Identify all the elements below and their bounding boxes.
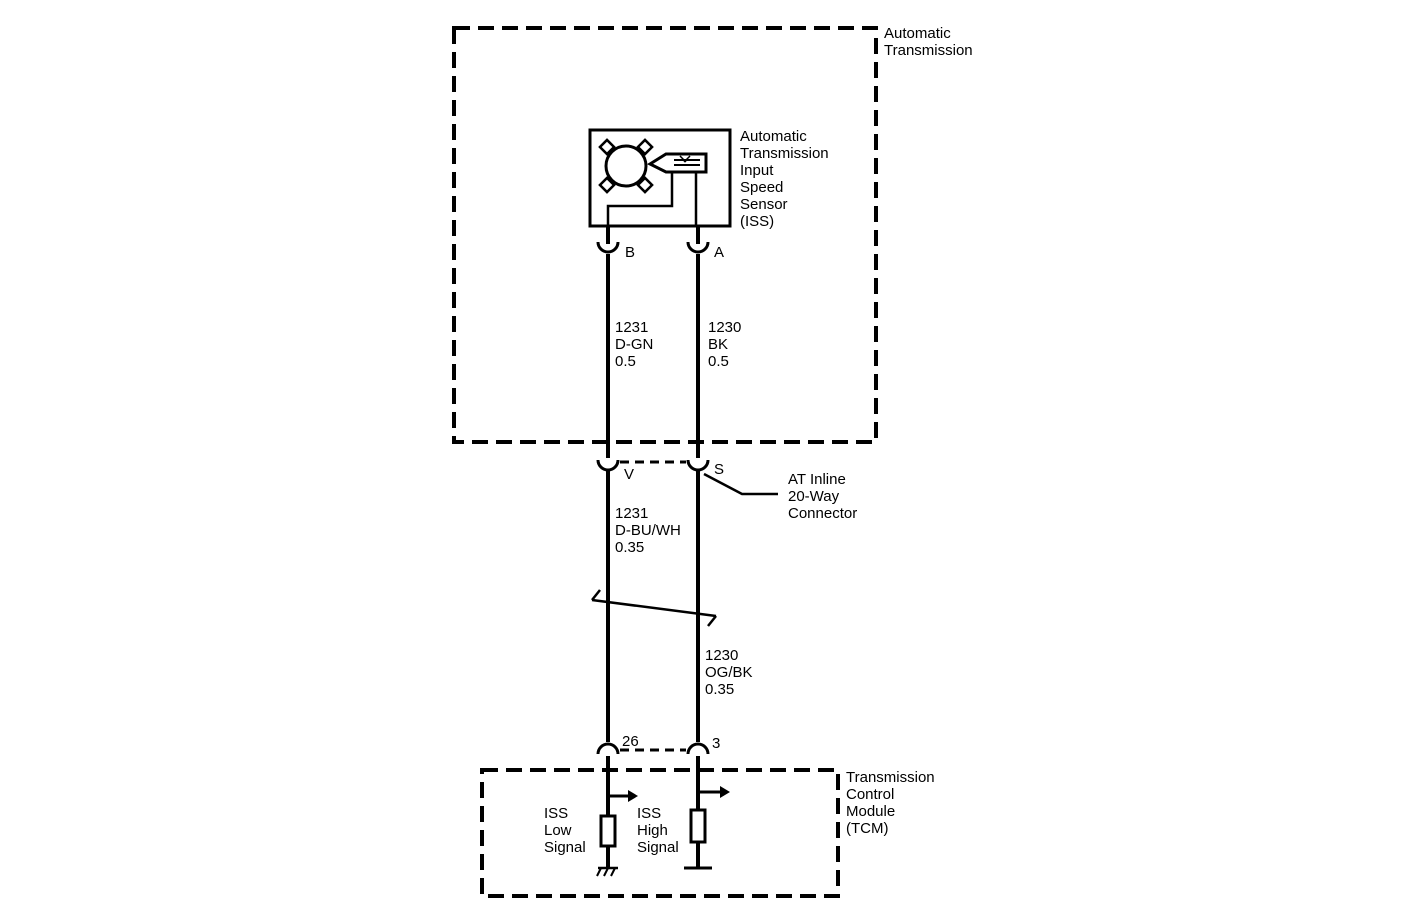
arrow-right-icon [628,790,638,802]
wire-1230-upper-label: 1230 BK 0.5 [708,319,746,370]
wire-1231-upper-label: 1231 D-GN 0.5 [615,319,658,370]
sensor-connector-pin-a [686,226,710,254]
iss-low-signal-circuit [596,756,638,877]
inline-connector-label: AT Inline 20-Way Connector [788,471,857,522]
iss-high-signal-label: ISS High Signal [637,805,679,856]
tcm-boundary [480,768,840,898]
inline-pin-s-label: S [714,461,724,478]
input-speed-sensor [588,128,732,228]
automatic-transmission-label: Automatic Transmission [884,25,973,59]
inline-pin-v-label: V [624,466,634,483]
sensor-pickup-icon [646,152,708,174]
tcm-label: Transmission Control Module (TCM) [846,769,939,837]
resistor-icon [599,814,617,848]
tcm-pin-3-label: 3 [712,735,720,752]
wire-1230-lower-label: 1230 OG/BK 0.35 [705,647,757,698]
iss-high-signal-circuit [684,756,730,870]
iss-low-signal-label: ISS Low Signal [544,805,586,856]
sensor-pin-a-label: A [714,244,724,261]
sensor-pin-b-label: B [625,244,635,261]
sensor-label: Automatic Transmission Input Speed Senso… [740,128,833,230]
arrow-right-icon [720,786,730,798]
tcm-pin-26-label: 26 [622,733,639,750]
resistor-icon [689,808,707,844]
wire-1231-lower-label: 1231 D-BU/WH 0.35 [615,505,685,556]
chassis-ground-icon [596,866,618,877]
twisted-pair-marker [591,589,717,627]
tcm-connector [596,742,710,755]
sensor-rotor-icon [598,138,654,194]
sensor-connector-pin-b [596,226,620,254]
automatic-transmission-boundary [452,26,878,444]
